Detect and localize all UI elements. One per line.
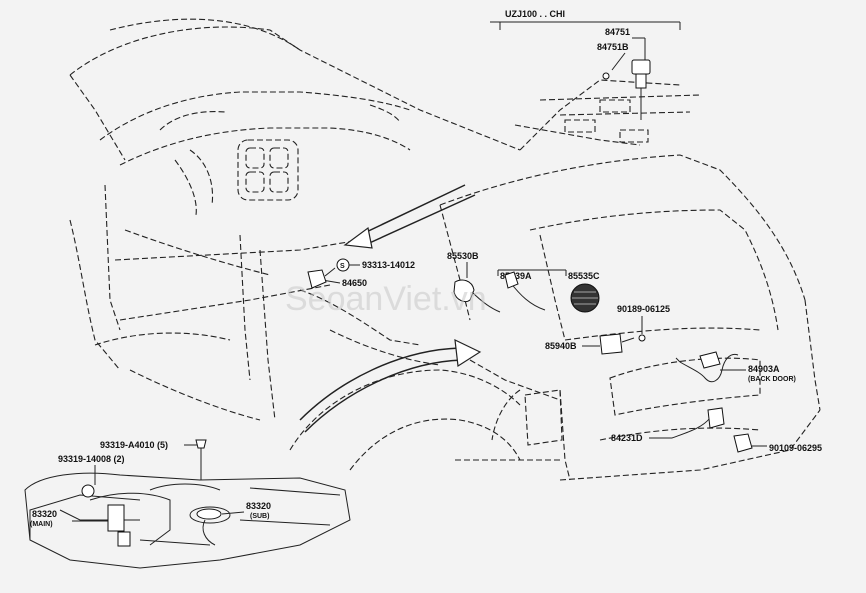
part-83320-main[interactable]: 83320 (MAIN) (30, 504, 131, 547)
label-84231d: 84231D (611, 433, 643, 443)
part-84751[interactable]: 84751 84751B (597, 27, 651, 120)
bulb-holder-icon (504, 271, 519, 289)
harness-switch-icon (699, 351, 721, 369)
part-90109[interactable]: 90109-06295 (733, 433, 822, 453)
sub-gauge-icon (196, 508, 222, 520)
label-93319b: 93319-14008 (2) (58, 454, 125, 464)
switch-84650-icon (307, 269, 327, 289)
part-84903a[interactable]: 84903A (BACK DOOR) (675, 351, 796, 383)
courtesy-switch-icon (707, 407, 725, 429)
label-85940b: 85940B (545, 341, 577, 351)
label-85539a: 85539A (500, 271, 532, 281)
part-84650[interactable]: S 93313-14012 84650 (307, 258, 415, 289)
label-83320-main-note: (MAIN) (30, 521, 53, 528)
main-pump-bottom-icon (117, 531, 131, 547)
label-90109: 90109-06295 (769, 443, 822, 453)
label-90189: 90189-06125 (617, 304, 670, 314)
label-83320-sub-note: (SUB) (250, 513, 269, 520)
part-83320-sub[interactable]: 83320 (SUB) (196, 501, 271, 546)
label-93313: 93313-14012 (362, 260, 415, 270)
main-pump-icon (107, 504, 125, 532)
label-84903a-note: (BACK DOOR) (748, 376, 796, 383)
label-85530b: 85530B (447, 251, 479, 261)
part-85530b[interactable]: 85530B (447, 251, 501, 313)
fuel-tank (24, 472, 351, 569)
label-84903a: 84903A (748, 364, 780, 374)
socket-icon (453, 279, 475, 303)
part-84231d[interactable]: 84231D (611, 407, 725, 443)
relay-icon (599, 333, 623, 355)
label-84751: 84751 (605, 27, 630, 37)
screw-93319a-icon (195, 439, 207, 449)
label-85535c: 85535C (568, 271, 600, 281)
part-85539a[interactable]: 85539A 85535C (497, 269, 600, 313)
part-90189[interactable]: 90189-06125 (617, 304, 670, 342)
s-mark-label: S (340, 263, 345, 270)
label-93319a: 93319-A4010 (5) (100, 440, 168, 450)
switch-connector-icon (635, 73, 647, 89)
s-mark-tank-icon (81, 484, 95, 498)
model-code-label: UZJ100 . . CHI (505, 9, 565, 19)
label-84751b: 84751B (597, 42, 629, 52)
label-83320-main: 83320 (32, 509, 57, 519)
switch-body-icon (631, 59, 651, 75)
part-85940b[interactable]: 85940B (545, 333, 635, 355)
bolt-90109-icon (733, 433, 753, 453)
screw-90189-icon (638, 334, 646, 342)
label-84650: 84650 (342, 278, 367, 288)
watermark: SeoanViet.vn (285, 280, 487, 318)
label-83320-sub: 83320 (246, 501, 271, 511)
pointer-arrows (299, 184, 482, 433)
model-code-header: UZJ100 . . CHI (490, 9, 681, 30)
part-93319[interactable]: 93319-A4010 (5) 93319-14008 (2) (58, 439, 207, 498)
vehicle-body-outline (69, 18, 821, 481)
screw-icon (602, 72, 610, 80)
